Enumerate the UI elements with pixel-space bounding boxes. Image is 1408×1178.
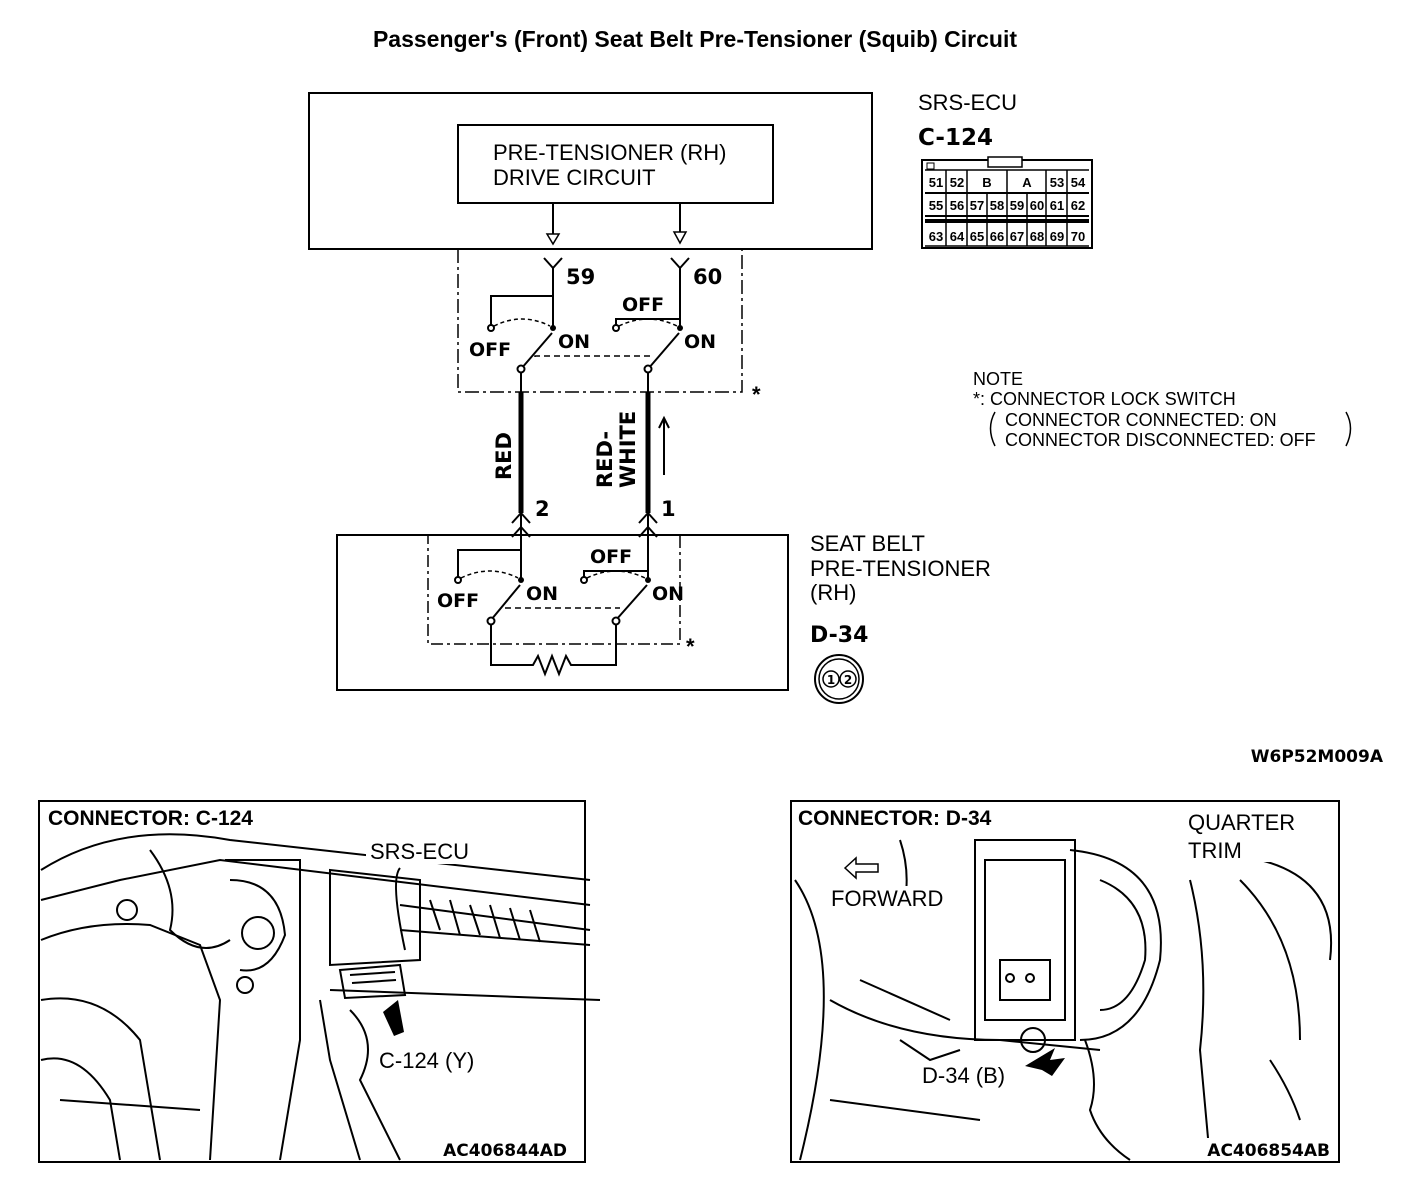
photo-c124-connector-label: C-124 (Y) [379,1048,474,1073]
terminal-1: 1 [661,497,676,521]
pin-label: 60 [1030,198,1044,213]
switch-off-label: OFF [437,590,479,612]
switch-off-label: OFF [590,546,632,568]
note-line3: CONNECTOR DISCONNECTED: OFF [1005,430,1316,450]
wire-color-red-white-2: WHITE [616,411,640,488]
photo-d34-title: CONNECTOR: D-34 [798,807,992,830]
diagram-code: W6P52M009A [1251,747,1384,767]
wire-color-red-white-1: RED- [593,431,617,488]
diagram-title: Passenger's (Front) Seat Belt Pre-Tensio… [373,26,1017,52]
d34-label: D-34 [810,623,868,648]
photo-d34-forward-label: FORWARD [831,886,943,911]
d34-pin: 1 [827,673,835,687]
pin-label: 69 [1050,229,1064,244]
terminal-60: 60 [693,265,722,289]
pin-label: 56 [950,198,964,213]
photo-d34-trim-label-2: TRIM [1188,838,1242,863]
squib-resistor [490,625,617,677]
c124-label: C-124 [918,125,993,151]
photo-d34-code: AC406854AB [1207,1141,1330,1161]
pin-label: 53 [1050,175,1064,190]
pin-label: 63 [929,229,943,244]
ecu-lock-switch-outline [457,249,743,393]
photo-d34-connector-label: D-34 (B) [922,1063,1005,1088]
pin-label: 67 [1010,229,1024,244]
input-arrow-icon [672,231,688,245]
drive-circuit-box [457,124,774,204]
pin-label: 54 [1071,175,1086,190]
d34-pin: 2 [844,673,852,687]
pin-label: 68 [1030,229,1044,244]
pin-label: 62 [1071,198,1085,213]
pin-label: 51 [929,175,943,190]
lock-switch-star: * [686,634,695,659]
d34-connector-face: 1 2 [814,654,864,704]
switch-on-label: ON [558,331,590,353]
pretensioner-name-2: PRE-TENSIONER [810,556,991,581]
pin-label: 70 [1071,229,1085,244]
note-line1: *: CONNECTOR LOCK SWITCH [973,389,1236,409]
switch-off-label: OFF [622,294,664,316]
note-line2: CONNECTOR CONNECTED: ON [1005,410,1277,430]
note-heading: NOTE [973,369,1023,389]
pretensioner-name-3: (RH) [810,580,856,605]
switch-on-label: ON [652,583,684,605]
pin-label: 52 [950,175,964,190]
forward-arrow-icon [843,856,879,880]
drive-circuit-line2: DRIVE CIRCUIT [493,165,656,190]
switch-on-label: ON [684,331,716,353]
photo-c124: CONNECTOR: C-124 SRS-ECU C-124 (Y) AC406… [38,800,601,1163]
drive-circuit-line1: PRE-TENSIONER (RH) [493,140,726,165]
pin-label: 59 [1010,198,1024,213]
pin-label: 65 [970,229,984,244]
photo-c124-title: CONNECTOR: C-124 [48,807,253,830]
pin-label: A [1022,175,1032,190]
output-arrow-icon [545,233,561,246]
switch-off-label: OFF [469,339,511,361]
photo-c124-ecu-label: SRS-ECU [370,839,469,864]
pretensioner-box [336,534,789,691]
photo-c124-code: AC406844AD [443,1141,567,1161]
pin-label: 58 [990,198,1004,213]
pin-label: B [982,175,991,190]
lock-switch-star: * [752,382,761,407]
c124-connector-face: 51 52 B A 53 54 55 56 57 58 59 60 61 62 … [921,156,1093,249]
terminal-59: 59 [566,265,595,289]
pin-label: 57 [970,198,984,213]
pin-label: 55 [929,198,943,213]
pin-label: 66 [990,229,1004,244]
photo-d34-trim-label-1: QUARTER [1188,810,1295,835]
srs-ecu-box [308,92,873,250]
pretensioner-lock-switch-outline [427,534,681,645]
pin-label: 64 [950,229,965,244]
photo-d34: CONNECTOR: D-34 QUARTER TRIM FORWARD D-3… [790,800,1340,1163]
pretensioner-name-1: SEAT BELT [810,531,925,556]
switch-on-label: ON [526,583,558,605]
wire-color-red: RED [492,432,516,480]
pin-label: 61 [1050,198,1064,213]
srs-ecu-label: SRS-ECU [918,90,1017,115]
terminal-2: 2 [535,497,550,521]
